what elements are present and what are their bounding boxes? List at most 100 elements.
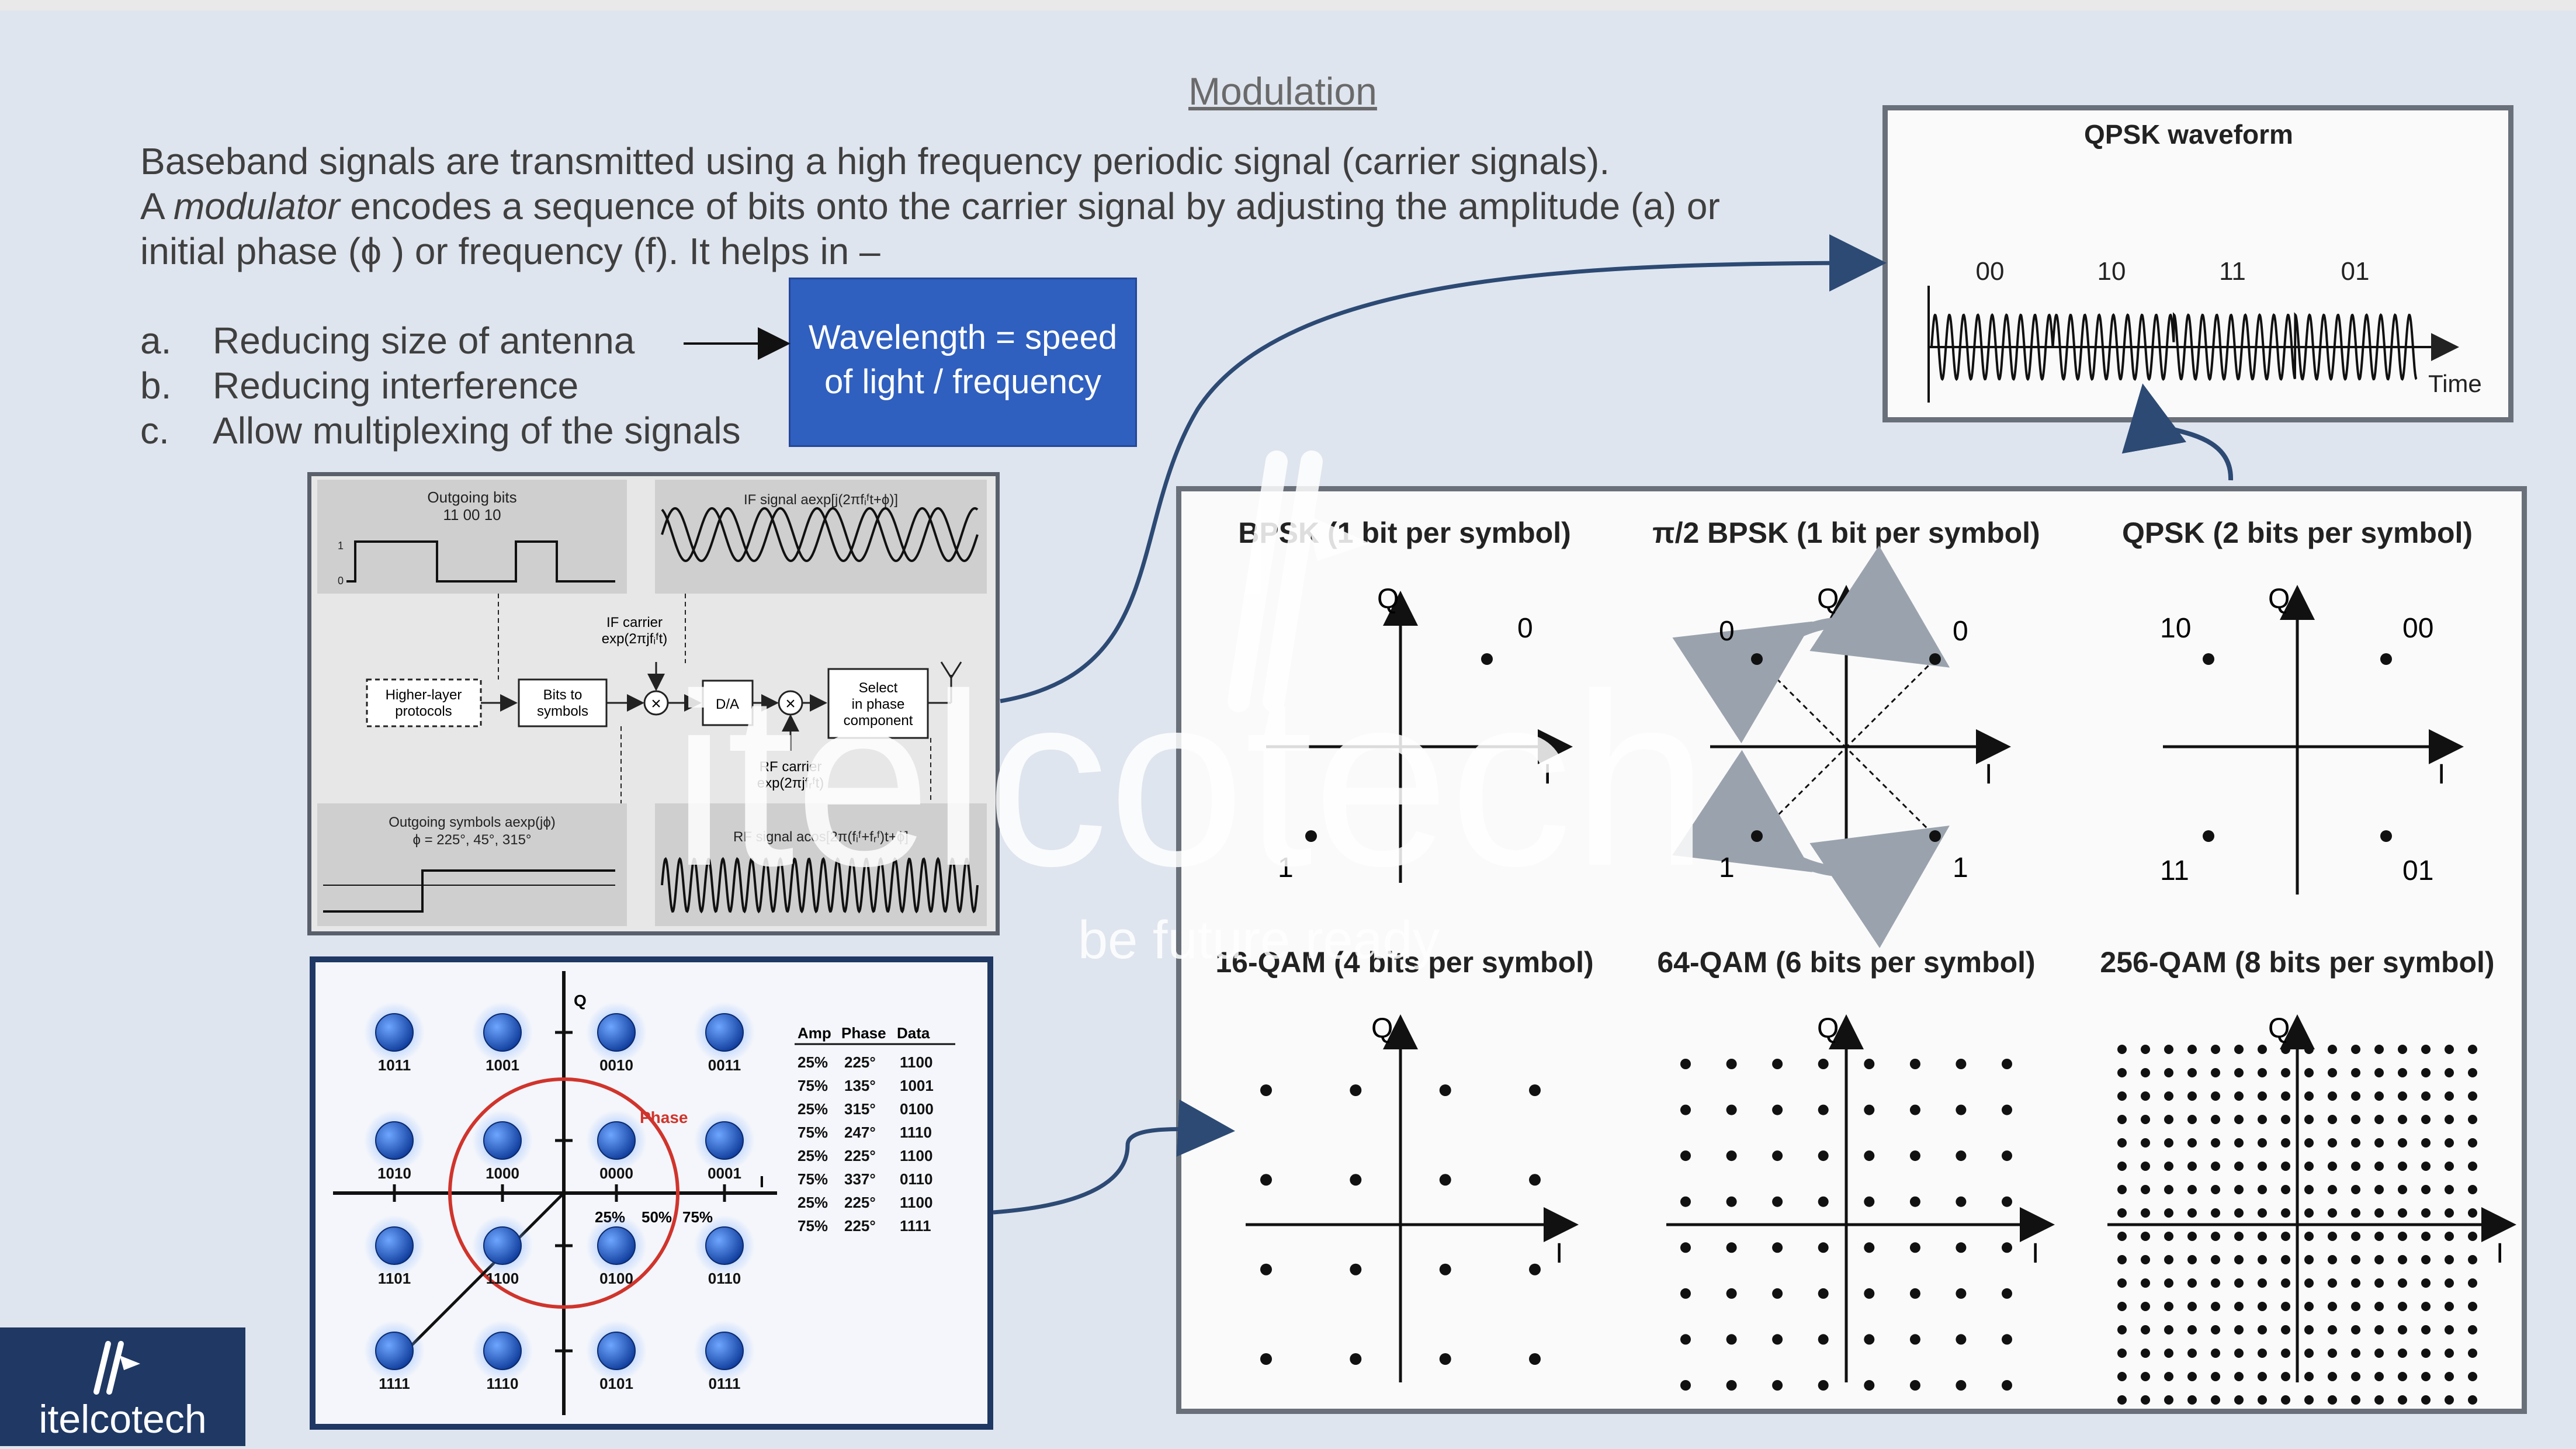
slide-title: Modulation xyxy=(1188,70,1377,113)
outgoing-bits-value: 11 00 10 xyxy=(443,506,501,524)
qam-point xyxy=(375,1332,414,1370)
axis-zero-label: 0 xyxy=(338,575,344,587)
qam-table: 25%225°110075%135°100125%315°010075%247°… xyxy=(798,1053,934,1235)
constellation-point xyxy=(2281,1185,2290,1194)
constellation-point xyxy=(2304,1302,2314,1311)
if-signal-label: IF signal aexp[j(2πfᵢᶠt+ϕ)] xyxy=(744,492,898,508)
constellation-point xyxy=(2002,1288,2012,1299)
constellation-point xyxy=(2380,653,2392,665)
constellation-point xyxy=(1680,1334,1691,1345)
constellation-point xyxy=(2211,1325,2220,1334)
constellation-point xyxy=(1818,1150,1829,1162)
constellation-point xyxy=(2374,1255,2384,1264)
q-axis-label: Q xyxy=(1377,584,1399,615)
bpsk-constellation: Q I 0 1 xyxy=(1266,584,1573,883)
constellation-point xyxy=(2258,1045,2267,1054)
table-cell: 247° xyxy=(844,1124,876,1141)
constellation-point xyxy=(2328,1372,2337,1381)
antenna-icon xyxy=(940,661,962,680)
constellation-point xyxy=(2164,1232,2173,1241)
qam16-constellation: Q I xyxy=(1246,1013,1579,1382)
constellation-point xyxy=(2164,1115,2173,1124)
constellation-point xyxy=(1864,1334,1875,1345)
table-cell: 75% xyxy=(798,1077,828,1094)
constellation-point xyxy=(2211,1091,2220,1101)
constellation-point xyxy=(2211,1162,2220,1171)
constellation-point xyxy=(2445,1115,2454,1124)
constellation-point xyxy=(2258,1278,2267,1288)
intro-emphasis: modulator xyxy=(173,185,340,227)
q-axis-label: Q xyxy=(574,992,587,1010)
constellation-point xyxy=(2328,1068,2337,1077)
outgoing-symbols-phase: ϕ = 225°, 45°, 315° xyxy=(412,832,531,848)
constellation-point xyxy=(2117,1091,2127,1101)
constellation-point xyxy=(1864,1380,1875,1391)
constellation-point xyxy=(2141,1068,2150,1077)
constellation-point xyxy=(2398,1185,2407,1194)
constellation-point xyxy=(1956,1059,1967,1069)
constellation-point xyxy=(2445,1091,2454,1101)
constellation-point xyxy=(2445,1162,2454,1171)
constellation-point xyxy=(2258,1185,2267,1194)
constellation-point xyxy=(1909,1334,1920,1345)
constellation-point xyxy=(2117,1302,2127,1311)
constellation-point xyxy=(2258,1349,2267,1358)
constellation-point xyxy=(2187,1045,2197,1054)
constellation-point xyxy=(2304,1325,2314,1334)
constellation-point xyxy=(2374,1045,2384,1054)
point-label: 11 xyxy=(2160,855,2189,886)
constellation-point xyxy=(2234,1091,2244,1101)
constellation-point xyxy=(1260,1084,1272,1096)
constellation-point xyxy=(2468,1162,2477,1171)
constellation-point xyxy=(2141,1208,2150,1218)
constellation-point xyxy=(2187,1185,2197,1194)
constellation-point xyxy=(2328,1045,2337,1054)
constellation-point xyxy=(2351,1045,2360,1054)
constellation-point xyxy=(2421,1045,2431,1054)
constellation-point xyxy=(2468,1325,2477,1334)
constellation-point xyxy=(1726,1059,1737,1069)
constellation-point xyxy=(2211,1045,2220,1054)
constellation-point xyxy=(2351,1091,2360,1101)
constellation-point xyxy=(2141,1162,2150,1171)
qpsk-constellation: Q I 10 00 11 01 xyxy=(2160,584,2464,895)
constellation-point xyxy=(2187,1208,2197,1218)
constellation-point xyxy=(2002,1242,2012,1253)
constellation-point xyxy=(2258,1255,2267,1264)
table-header-amp: Amp xyxy=(798,1024,831,1042)
constellation-point xyxy=(2164,1278,2173,1288)
itelcotech-logo-icon: itelcotech xyxy=(39,1341,207,1441)
q-axis-label: Q xyxy=(1817,1013,1839,1044)
constellation-point xyxy=(1864,1196,1875,1207)
constellation-point xyxy=(1956,1288,1967,1299)
point-label: 10 xyxy=(2160,613,2191,644)
constellation-point xyxy=(2445,1185,2454,1194)
constellation-point xyxy=(2117,1325,2127,1334)
constellation-point xyxy=(2187,1395,2197,1405)
constellation-point xyxy=(2304,1208,2314,1218)
mixer-glyph: × xyxy=(785,694,796,713)
constellation-point xyxy=(2398,1395,2407,1405)
logo-arrowhead xyxy=(120,1356,140,1370)
constellation-point xyxy=(1529,1084,1541,1096)
constellation-point xyxy=(2117,1372,2127,1381)
constellation-point xyxy=(2187,1091,2197,1101)
constellation-point xyxy=(2351,1115,2360,1124)
constellation-point xyxy=(1726,1288,1737,1299)
constellation-point xyxy=(1956,1380,1967,1391)
constellation-point xyxy=(1956,1104,1967,1115)
constellation-point xyxy=(2328,1091,2337,1101)
table-cell: 1100 xyxy=(900,1194,932,1211)
constellation-point xyxy=(2468,1349,2477,1358)
constellation-point xyxy=(2351,1302,2360,1311)
constellation-point xyxy=(2141,1185,2150,1194)
constellation-point xyxy=(1909,1150,1920,1162)
constellation-point xyxy=(2374,1325,2384,1334)
qam64-title: 64-QAM (6 bits per symbol) xyxy=(1657,946,2035,979)
constellation-point xyxy=(2258,1395,2267,1405)
qpsk-waveform-title: QPSK waveform xyxy=(2084,119,2293,150)
constellation-point xyxy=(1818,1242,1829,1253)
constellation-point xyxy=(1680,1288,1691,1299)
qam-point xyxy=(705,1332,744,1370)
table-cell: 225° xyxy=(844,1194,876,1211)
